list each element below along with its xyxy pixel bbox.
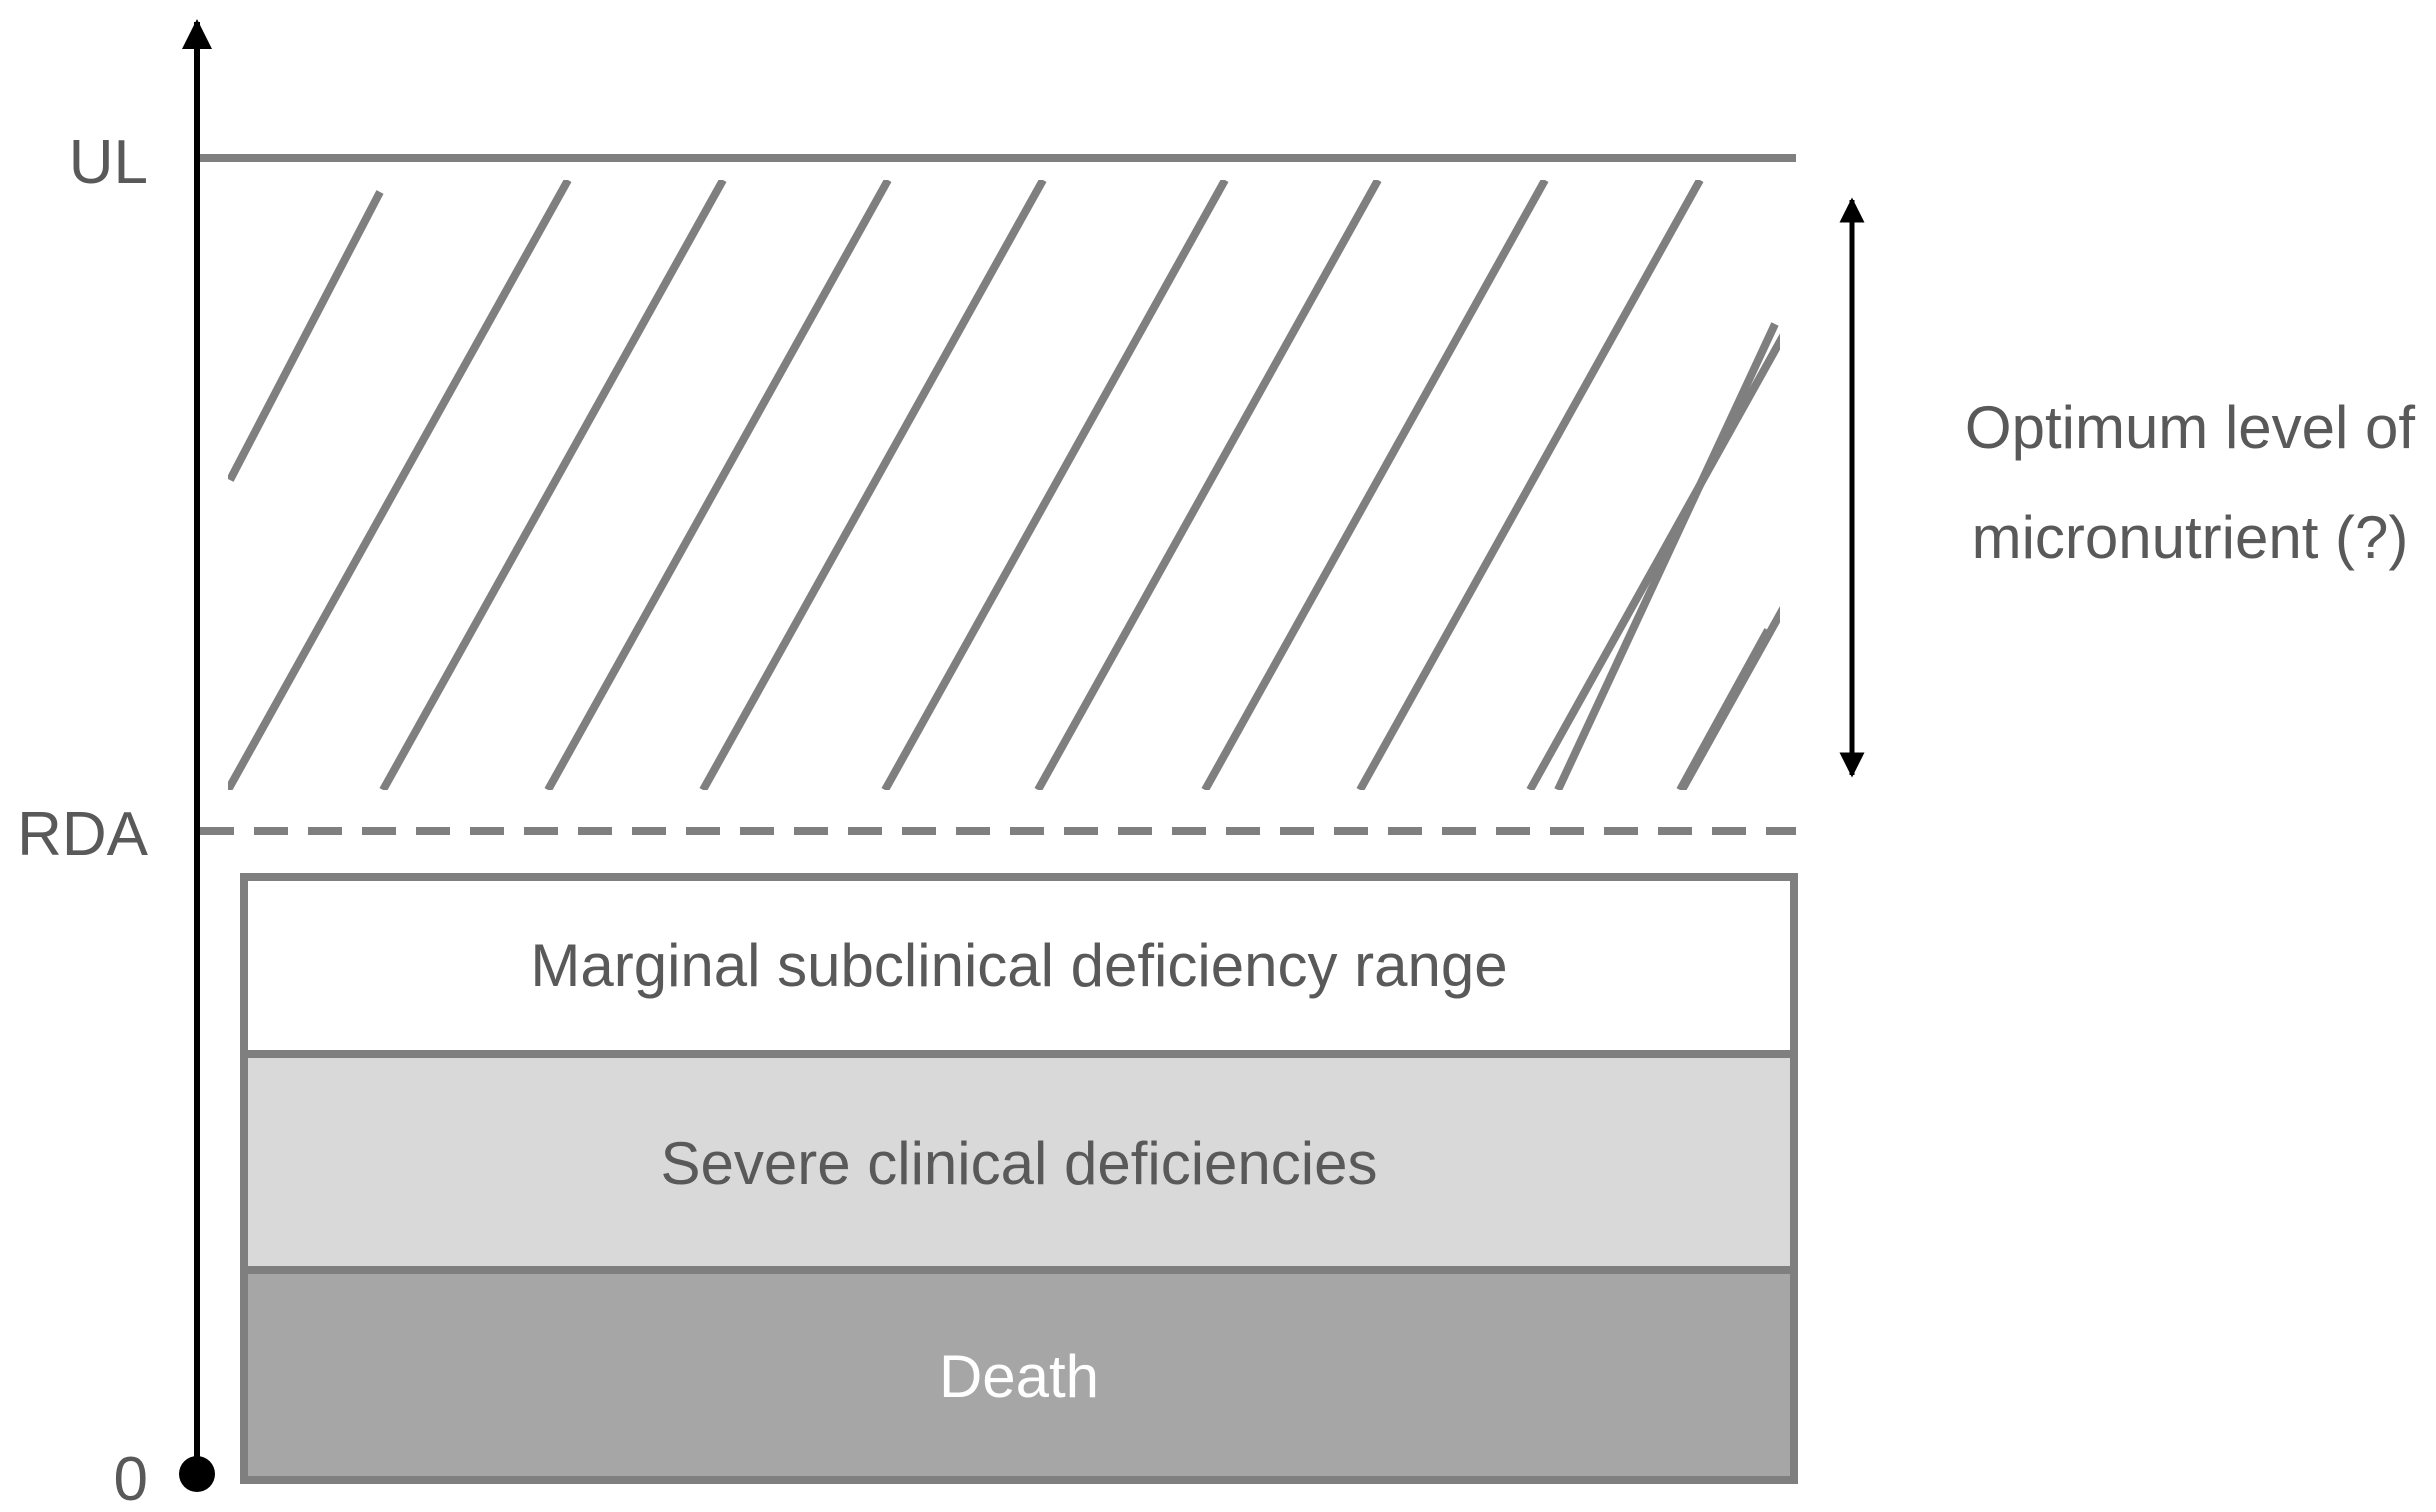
- optimum-label-line2: micronutrient (?): [1972, 504, 2409, 571]
- deficiency-box-marginal: Marginal subclinical deficiency range: [240, 873, 1798, 1058]
- hatch-line: [379, 180, 727, 790]
- optimum-label-line1: Optimum level of: [1965, 394, 2415, 461]
- hatch-line: [881, 180, 1229, 790]
- ul-label: UL: [69, 128, 148, 197]
- hatch-line: [1554, 322, 1779, 790]
- marginal-deficiency-label: Marginal subclinical deficiency range: [530, 932, 1507, 999]
- hatch-line: [228, 190, 384, 482]
- hatch-line: [1201, 180, 1549, 790]
- optimum-hatch-region: [228, 180, 2182, 790]
- zero-label: 0: [114, 1445, 148, 1512]
- deficiency-box-death: Death: [240, 1266, 1798, 1484]
- hatch-line: [228, 180, 572, 790]
- axis-origin-dot: [179, 1456, 215, 1492]
- deficiency-box-severe: Severe clinical deficiencies: [240, 1050, 1798, 1274]
- severe-deficiency-label: Severe clinical deficiencies: [660, 1130, 1377, 1197]
- hatch-line: [1676, 628, 1772, 790]
- hatch-line: [699, 180, 1047, 790]
- death-label: Death: [939, 1343, 1099, 1410]
- hatch-line: [544, 180, 892, 790]
- hatch-line: [1842, 180, 2182, 790]
- hatch-line: [1034, 180, 1382, 790]
- rda-label: RDA: [17, 800, 149, 869]
- hatch-line: [1356, 180, 1704, 790]
